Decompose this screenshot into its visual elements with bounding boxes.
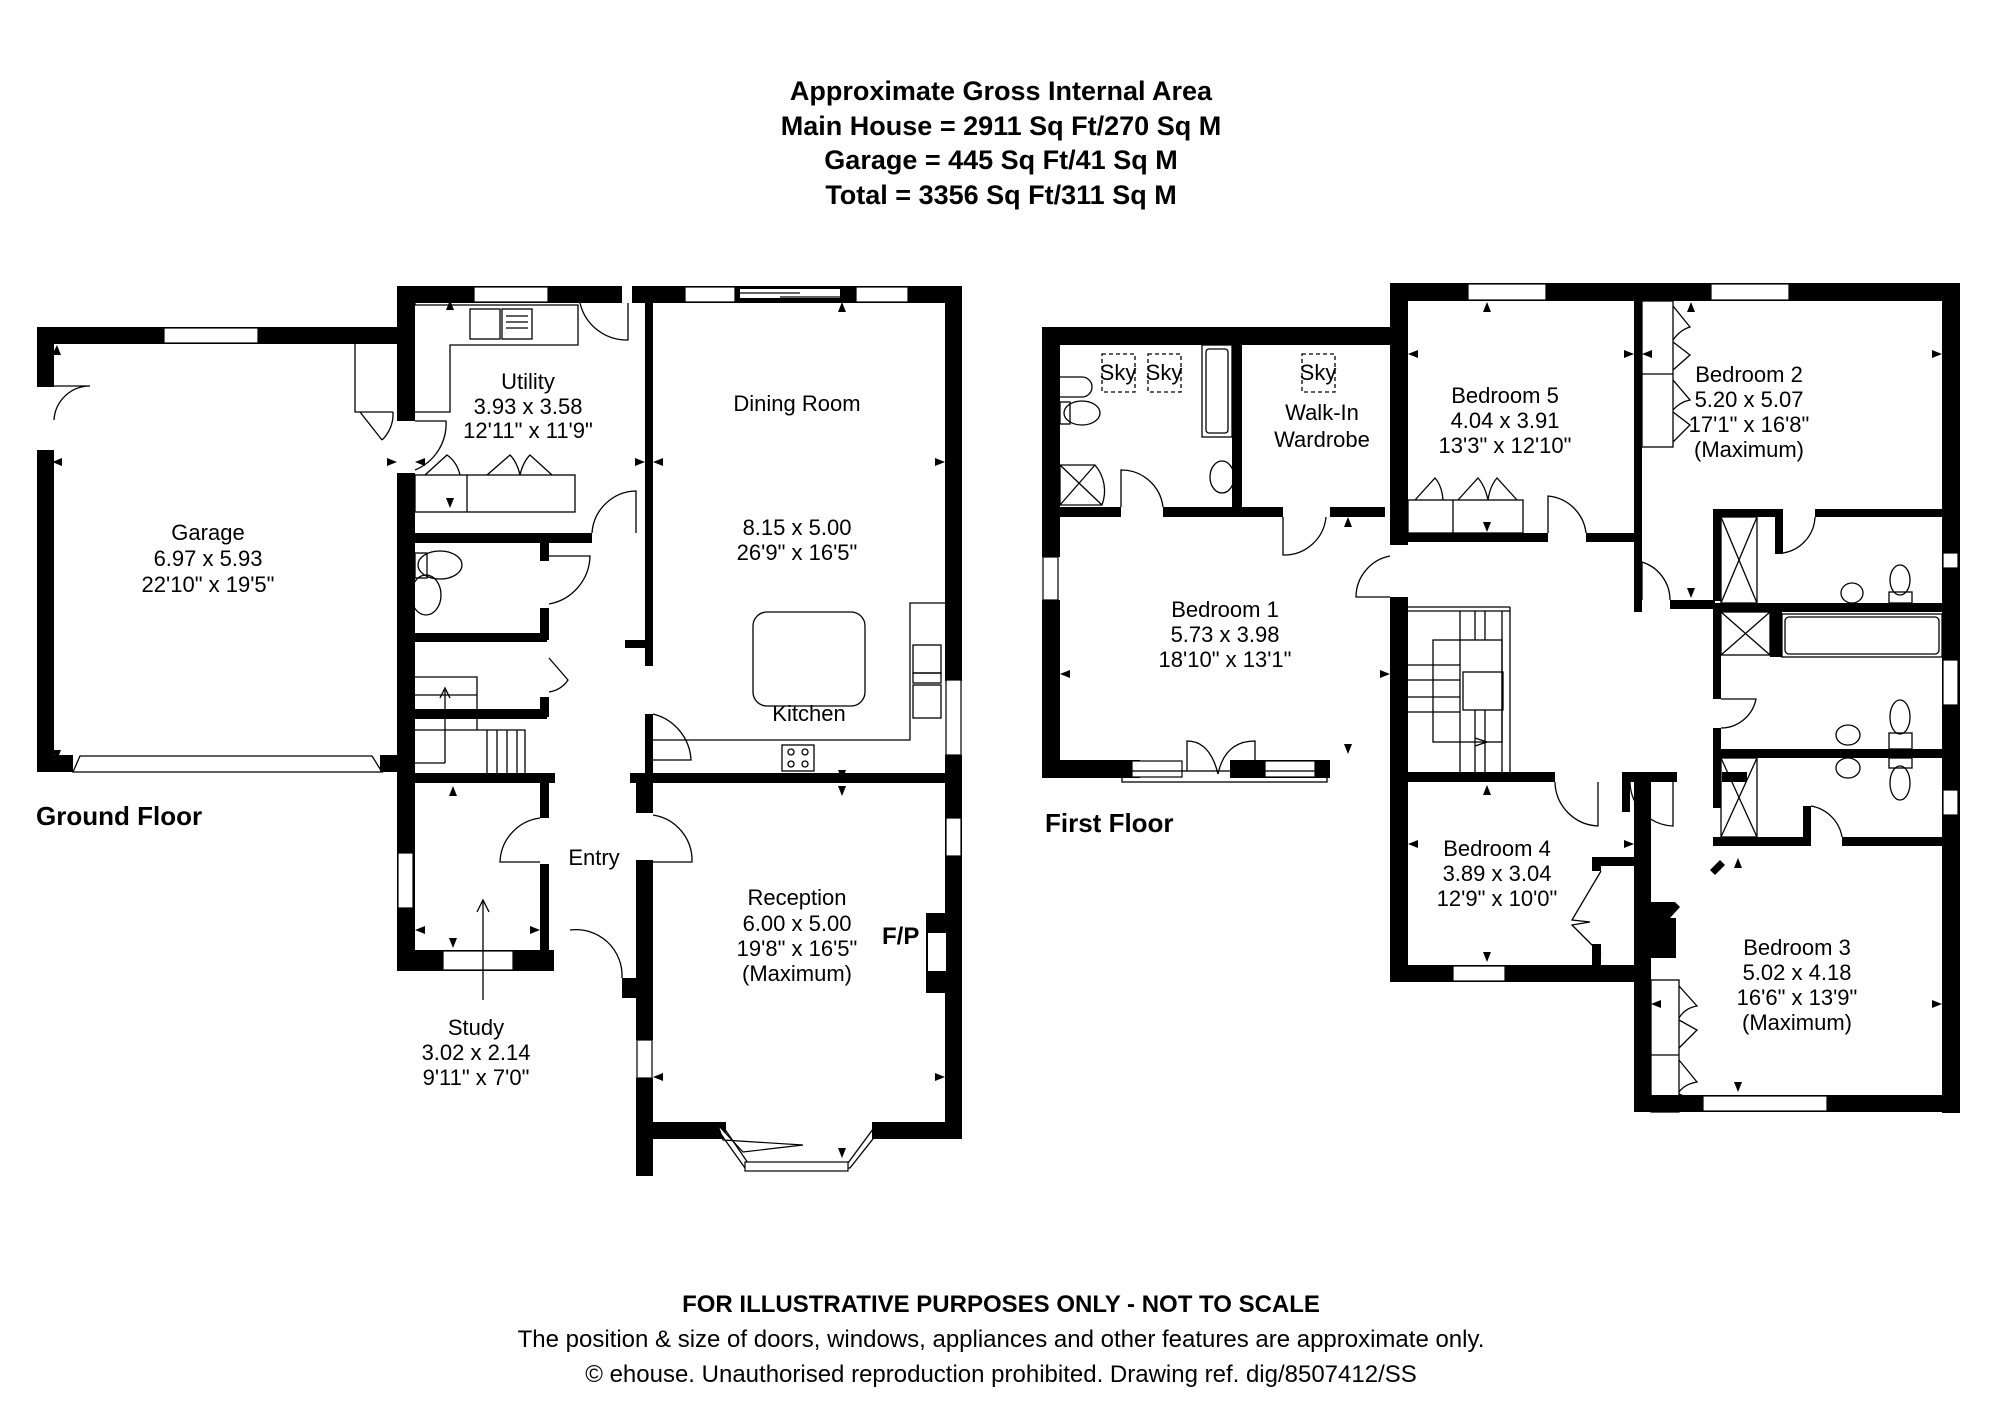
bedroom2-name: Bedroom 2	[1695, 362, 1803, 387]
entry-name: Entry	[568, 845, 619, 870]
utility-imperial: 12'11" x 11'9"	[463, 418, 593, 443]
bedroom3-wardrobe	[1650, 979, 1699, 1113]
ground-floor-label: Ground Floor	[36, 801, 202, 831]
disclaimer-text: FOR ILLUSTRATIVE PURPOSES ONLY - NOT TO …	[682, 1291, 1320, 1318]
garage-name: Garage	[171, 520, 244, 545]
kitchen-name: Kitchen	[772, 701, 845, 726]
bedroom5-door	[1547, 495, 1587, 534]
garage-area: Garage = 445 Sq Ft/41 Sq M	[824, 145, 1178, 175]
bedroom5-metric: 4.04 x 3.91	[1451, 408, 1560, 433]
bedroom1-door	[1355, 555, 1391, 598]
utility-name: Utility	[501, 369, 555, 394]
ground-floor-stairs	[415, 676, 526, 773]
bedroom3-imperial: 16'6" x 13'9"	[1737, 985, 1858, 1010]
wc-fixtures	[410, 550, 463, 616]
bedroom1-metric: 5.73 x 3.98	[1171, 622, 1280, 647]
wardrobe-label-1: Walk-In	[1285, 400, 1359, 425]
kitchen-units	[653, 602, 945, 772]
garage-door	[72, 755, 384, 773]
copyright-text: © ehouse. Unauthorised reproduction proh…	[585, 1361, 1417, 1388]
garage-walls	[37, 327, 404, 772]
bedroom1-imperial: 18'10" x 13'1"	[1159, 647, 1292, 672]
main-house-area: Main House = 2911 Sq Ft/270 Sq M	[780, 110, 1222, 141]
garage-metric: 6.97 x 5.93	[154, 546, 263, 571]
bedroom3-door	[1629, 781, 1674, 827]
bedroom4-door	[1554, 781, 1599, 827]
bedroom4-imperial: 12'9" x 10'0"	[1437, 886, 1558, 911]
bedroom4-metric: 3.89 x 3.04	[1443, 861, 1552, 886]
area-summary: Approximate Gross Internal Area Main Hou…	[0, 74, 2000, 212]
ground-floor-walls	[397, 286, 962, 1176]
reception-metric: 6.00 x 5.00	[743, 911, 852, 936]
skylight-label-3: Sky	[1300, 360, 1337, 385]
wardrobe-door	[1282, 516, 1327, 556]
study-door	[499, 817, 541, 863]
study-imperial: 9'11" x 7'0"	[423, 1065, 530, 1090]
dining-imperial: 26'9" x 16'5"	[737, 540, 858, 565]
reception-door	[652, 814, 693, 863]
bedroom2-wardrobe	[1641, 300, 1692, 448]
garage-side-door	[53, 385, 91, 421]
utility-back-door	[579, 302, 629, 341]
dining-metric: 8.15 x 5.00	[743, 515, 852, 540]
dining-name: Dining Room	[733, 391, 860, 416]
utility-worktop	[414, 302, 579, 513]
bedroom5-name: Bedroom 5	[1451, 383, 1559, 408]
ground-floor-plan: Garage 6.97 x 5.93 22'10" x 19'5" Utilit…	[36, 286, 962, 1176]
bedroom1-french-doors	[1186, 740, 1256, 775]
bedroom2-note: (Maximum)	[1694, 437, 1804, 462]
first-floor-label: First Floor	[1045, 808, 1174, 838]
skylight-label-1: Sky	[1100, 360, 1137, 385]
reception-imperial: 19'8" x 16'5"	[737, 936, 858, 961]
reception-name: Reception	[747, 885, 846, 910]
dimension-arrows	[52, 300, 945, 1158]
bedroom2-imperial: 17'1" x 16'8"	[1689, 412, 1810, 437]
bedroom3-name: Bedroom 3	[1743, 935, 1851, 960]
reception-note: (Maximum)	[742, 961, 852, 986]
utility-hall-door	[591, 490, 637, 534]
first-floor-walls	[1042, 283, 1960, 1113]
ensuite-fixtures	[1059, 344, 1336, 506]
approximation-note: The position & size of doors, windows, a…	[517, 1326, 1485, 1353]
bathroom-fixtures	[1720, 516, 1943, 838]
bedroom4-name: Bedroom 4	[1443, 836, 1551, 861]
first-floor-dimension-arrows	[1060, 302, 1942, 1092]
bedroom5-imperial: 13'3" x 12'10"	[1439, 433, 1572, 458]
first-floor-stairs	[1408, 606, 1511, 772]
bedroom5-wardrobes	[1407, 477, 1524, 534]
footer: FOR ILLUSTRATIVE PURPOSES ONLY - NOT TO …	[0, 1287, 2000, 1392]
bedroom4-cupboard	[1570, 870, 1602, 955]
kitchen-door	[652, 713, 692, 761]
wc-door	[548, 555, 591, 605]
first-floor-plan: Sky Sky Sky	[1042, 283, 1960, 1113]
garage-cupboard	[354, 343, 394, 441]
bedroom3-metric: 5.02 x 4.18	[1743, 960, 1852, 985]
cupboard-door	[548, 657, 569, 693]
total-area: Total = 3356 Sq Ft/311 Sq M	[825, 179, 1177, 210]
area-title: Approximate Gross Internal Area	[789, 76, 1213, 106]
bedroom3-note: (Maximum)	[1742, 1010, 1852, 1035]
study-metric: 3.02 x 2.14	[422, 1040, 531, 1065]
fireplace-label: F/P	[882, 923, 919, 950]
wardrobe-label-2: Wardrobe	[1274, 427, 1370, 452]
ensuite-door	[1120, 469, 1164, 508]
skylight-label-2: Sky	[1146, 360, 1183, 385]
garage-imperial: 22'10" x 19'5"	[142, 572, 275, 597]
study-name: Study	[448, 1015, 504, 1040]
bedroom1-name: Bedroom 1	[1171, 597, 1279, 622]
bedroom2-door	[1641, 561, 1671, 601]
bedroom2-metric: 5.20 x 5.07	[1695, 387, 1804, 412]
utility-metric: 3.93 x 3.58	[474, 394, 583, 419]
front-door	[569, 928, 623, 979]
utility-garage-door	[414, 420, 447, 471]
